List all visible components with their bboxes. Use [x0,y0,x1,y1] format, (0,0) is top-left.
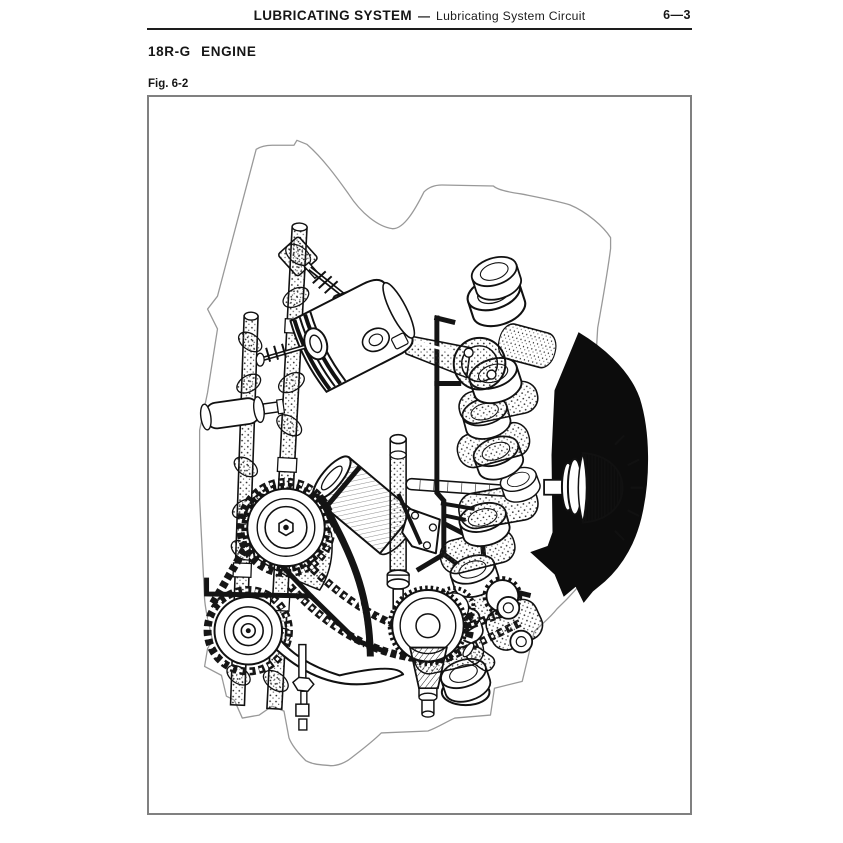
figure-label: Fig. 6-2 [148,78,189,90]
main-bearing-cap [462,596,544,672]
drain-bolt [291,643,315,731]
page-header: LUBRICATING SYSTEM — Lubricating System Ci… [147,4,692,30]
section-heading: 18R-G ENGINE [148,44,257,59]
piston-assembly [255,236,416,393]
header-separator: — [418,9,431,23]
cam-bearing-cap [199,396,286,431]
piston [289,278,416,393]
header-title-group: LUBRICATING SYSTEM — Lubricating System Ci… [147,7,692,25]
crankshaft [410,250,561,708]
idler-sprocket [213,595,284,666]
oil-spray-marks [614,435,644,541]
header-title: LUBRICATING SYSTEM [253,8,413,23]
page-number: 6—3 [663,8,691,22]
rod-big-end [452,336,507,391]
figure-frame [147,95,692,815]
engine-lubrication-illustration [198,139,649,767]
header-subtitle: Lubricating System Circuit [436,9,586,23]
crank-pulley [543,435,644,541]
valve-side [255,327,329,367]
cam-sprocket [241,482,331,573]
pump-mount-bracket [396,493,475,555]
oil-pump-gear [387,585,476,718]
